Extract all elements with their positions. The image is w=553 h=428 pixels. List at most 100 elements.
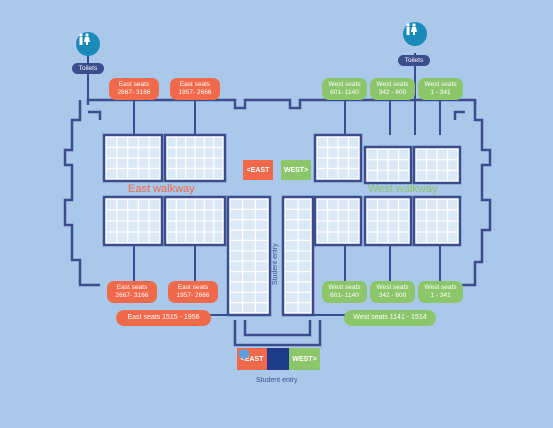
seat <box>214 137 223 147</box>
seat <box>328 210 338 221</box>
seat <box>285 261 298 271</box>
badge-west-top-1: West seats 601- 1140 <box>322 78 367 100</box>
seat <box>298 199 311 209</box>
seat <box>204 137 214 147</box>
seat <box>317 137 327 147</box>
seat <box>117 199 127 210</box>
seat <box>285 251 298 261</box>
seat <box>349 221 359 232</box>
seat <box>139 148 149 158</box>
seat <box>448 160 458 170</box>
seat <box>255 292 268 303</box>
badge-west-bottom-2: West seats 342 - 600 <box>370 281 415 303</box>
seat <box>176 137 186 147</box>
seat <box>298 282 311 292</box>
badge-east-top-2: East seats 1957- 2666 <box>170 78 220 100</box>
seat <box>328 158 338 168</box>
seat <box>128 232 138 243</box>
seat <box>186 148 195 158</box>
seat <box>195 210 204 221</box>
seat <box>317 221 327 232</box>
seat <box>176 148 186 158</box>
seat <box>139 169 149 179</box>
seat <box>128 169 138 179</box>
seating-blocks <box>102 133 462 317</box>
badge-title: West seats <box>424 81 457 88</box>
seat <box>195 148 204 158</box>
seat <box>230 251 243 261</box>
seat <box>243 282 255 292</box>
seat <box>367 149 377 160</box>
logo-icon <box>239 349 249 360</box>
seat <box>317 148 327 158</box>
seat <box>243 209 255 220</box>
seat <box>106 221 117 232</box>
seat <box>117 221 127 232</box>
badge-title: East seats <box>177 284 209 291</box>
seat <box>349 210 359 221</box>
seat <box>139 232 149 243</box>
seat <box>186 199 195 210</box>
entry-west-sign: WEST> <box>289 348 320 370</box>
seat <box>204 148 214 158</box>
seat <box>298 220 311 230</box>
badge-range: 1 - 341 <box>430 89 451 96</box>
seat <box>255 230 268 240</box>
seat <box>117 232 127 243</box>
seat <box>416 232 426 243</box>
seat <box>186 137 195 147</box>
seat <box>285 230 298 240</box>
seat <box>427 199 437 210</box>
seat <box>149 199 160 210</box>
seat <box>167 158 176 168</box>
badge-title: West seats <box>328 81 361 88</box>
seat <box>167 199 176 210</box>
seat <box>195 137 204 147</box>
seat <box>128 137 138 147</box>
seat <box>399 210 409 221</box>
seat <box>328 169 338 179</box>
seat <box>437 221 447 232</box>
seat <box>106 137 117 147</box>
seat <box>167 232 176 243</box>
seat <box>139 199 149 210</box>
seat <box>230 241 243 251</box>
badge-west-bottom-3: West seats 1 - 341 <box>418 281 463 303</box>
seat <box>427 232 437 243</box>
seat <box>186 232 195 243</box>
badge-west-bottom-1: West seats 601- 1140 <box>322 281 367 303</box>
badge-west-top-3: West seats 1 - 341 <box>418 78 463 100</box>
badge-title: East seats <box>118 81 150 88</box>
seat <box>243 251 255 261</box>
seat <box>149 221 160 232</box>
badge-range: 601- 1140 <box>330 292 359 299</box>
seat <box>328 221 338 232</box>
person-icon <box>406 23 417 35</box>
east-walkway-label: East walkway <box>128 183 195 195</box>
seat <box>399 232 409 243</box>
seat <box>416 199 426 210</box>
seat <box>399 160 409 170</box>
seat <box>416 210 426 221</box>
badge-title: West seats <box>424 284 457 291</box>
badge-title: West seats <box>376 284 409 291</box>
seat <box>317 210 327 221</box>
seat <box>230 261 243 271</box>
seat <box>214 148 223 158</box>
seat <box>255 282 268 292</box>
entry-sign: <EAST WEST> <box>237 348 320 370</box>
seat <box>139 158 149 168</box>
seat <box>338 148 348 158</box>
seat <box>214 158 223 168</box>
seat <box>388 149 398 160</box>
seat <box>298 292 311 303</box>
seat <box>298 230 311 240</box>
seat <box>255 251 268 261</box>
seat <box>106 210 117 221</box>
seat <box>176 169 186 179</box>
seat <box>388 199 398 210</box>
seat <box>243 199 255 209</box>
seat <box>285 272 298 282</box>
seat <box>338 137 348 147</box>
seat <box>243 220 255 230</box>
